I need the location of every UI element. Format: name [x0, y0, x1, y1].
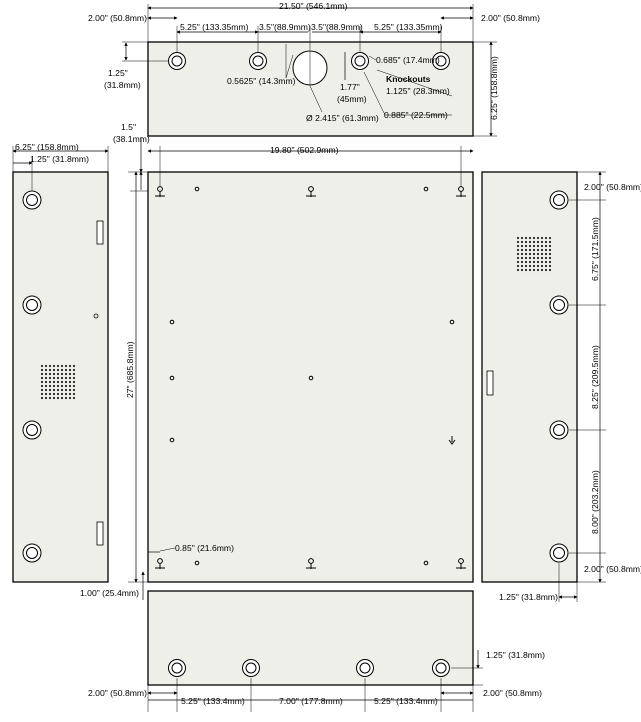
dim-bottom-200-left: 2.00" (50.8mm)	[88, 688, 147, 698]
dim-right-800: 8.00" (203.2mm)	[590, 470, 600, 534]
dim-bottom-200-right: 2.00" (50.8mm)	[483, 688, 542, 698]
front-panel	[147, 171, 474, 583]
stud-dot	[169, 375, 175, 381]
mounting-hole-icon	[351, 52, 369, 70]
keyhole-slot-icon	[306, 558, 316, 569]
hinge-slot	[486, 370, 494, 396]
dim-bottom-125: 1.25" (31.8mm)	[486, 650, 545, 660]
dim-front-height: 27" (685.8mm)	[125, 341, 135, 398]
stud-dot	[169, 437, 175, 443]
dim-front-085: 0.85" (21.6mm)	[175, 543, 234, 553]
down-arrow-icon	[448, 436, 456, 445]
stud-dot	[194, 560, 200, 566]
mounting-hole-icon	[549, 190, 569, 210]
mounting-hole-icon	[432, 659, 450, 677]
mounting-hole-icon	[249, 52, 267, 70]
hinge-slot-top	[96, 220, 104, 245]
keyhole-slot-icon	[155, 558, 165, 569]
keyhole-slot-icon	[456, 558, 466, 569]
dim-bottom-525-right: 5.25" (133.4mm)	[374, 696, 438, 706]
stud-dot	[308, 375, 314, 381]
mounting-hole-icon	[356, 659, 374, 677]
dim-top-125-mm: (31.8mm)	[104, 80, 141, 90]
dim-top-35-right: 3.5"(88.9mm)	[311, 22, 363, 32]
stud-dot	[423, 186, 429, 192]
mounting-hole-icon	[549, 295, 569, 315]
dim-bottom-525-left: 5.25" (133.4mm)	[181, 696, 245, 706]
right-side-view: 2.00" (50.8mm) 6.75" (171.5mm) 8.25" (20…	[481, 171, 641, 602]
front-view: 19.80" (502.9mm) 27" (685.8mm) 0.85" (21…	[80, 145, 474, 600]
mounting-hole-icon	[242, 659, 260, 677]
mounting-hole-icon	[22, 543, 42, 563]
dim-left-15-mm: (38.1mm)	[113, 134, 150, 144]
stud-dot	[169, 319, 175, 325]
dim-right-200-top: 2.00" (50.8mm)	[584, 182, 641, 192]
knockouts-label: Knockouts	[386, 74, 431, 84]
stud-dot	[449, 319, 455, 325]
dim-right-125: 1.25" (31.8mm)	[499, 592, 558, 602]
screw-dot	[93, 313, 99, 319]
dim-top-0685: 0.685" (17.4mm)	[376, 55, 440, 65]
dim-left-125: 1.25" (31.8mm)	[30, 154, 89, 164]
dim-left-625: 6.25" (158.8mm)	[15, 142, 79, 152]
top-view: 21.50" (546.1mm) 2.00" (50.8mm) 2.00" (5…	[88, 1, 540, 137]
dim-front-width: 19.80" (502.9mm)	[270, 145, 339, 155]
dim-top-35-left: 3.5"(88.9mm)	[259, 22, 311, 32]
dim-right-825: 8.25" (209.5mm)	[590, 345, 600, 409]
dim-top-05625: 0.5625" (14.3mm)	[227, 76, 296, 86]
mounting-hole-icon	[22, 420, 42, 440]
keyhole-slot-icon	[306, 186, 316, 197]
dim-top-525-right: 5.25" (133.35mm)	[374, 22, 443, 32]
mounting-hole-icon	[549, 543, 569, 563]
dim-top-diameter: Ø 2.415" (61.3mm)	[306, 113, 379, 123]
stud-dot	[194, 186, 200, 192]
dim-bottom-700: 7.00" (177.8mm)	[279, 696, 343, 706]
dim-top-overall: 21.50" (546.1mm)	[279, 1, 348, 11]
dim-top-525-left: 5.25" (133.35mm)	[180, 22, 249, 32]
mounting-hole-icon	[168, 659, 186, 677]
dim-right-675: 6.75" (171.5mm)	[590, 217, 600, 281]
dim-top-right-2: 2.00" (50.8mm)	[481, 13, 540, 23]
dim-front-100: 1.00" (25.4mm)	[80, 588, 139, 598]
dim-top-125: 1.25"	[108, 68, 128, 78]
stud-dot	[423, 560, 429, 566]
bottom-view: 1.25" (31.8mm) 2.00" (50.8mm) 5.25" (133…	[88, 590, 545, 712]
right-side-panel	[481, 171, 578, 583]
dim-left-15: 1.5"	[121, 122, 136, 132]
dim-top-1125: 1.125" (28.3mm)	[386, 86, 450, 96]
dim-top-177: 1.77"	[340, 82, 360, 92]
dim-top-177-mm: (45mm)	[337, 94, 367, 104]
vent-grille-icon	[40, 365, 77, 400]
mounting-hole-icon	[549, 420, 569, 440]
mounting-hole-icon	[22, 190, 42, 210]
mounting-hole-icon	[432, 52, 450, 70]
dim-top-625-side: 6.25" (158.8mm)	[489, 56, 499, 120]
vent-grille-icon	[515, 237, 551, 273]
mounting-hole-icon	[22, 295, 42, 315]
bottom-panel	[147, 590, 474, 686]
hinge-slot-bottom	[96, 521, 104, 546]
dim-right-200-bot: 2.00" (50.8mm)	[584, 564, 641, 574]
left-side-view: 6.25" (158.8mm) 1.25" (31.8mm) 1.5" (38.…	[12, 122, 150, 583]
dim-top-left-2: 2.00" (50.8mm)	[88, 13, 147, 23]
mounting-hole-icon	[168, 52, 186, 70]
